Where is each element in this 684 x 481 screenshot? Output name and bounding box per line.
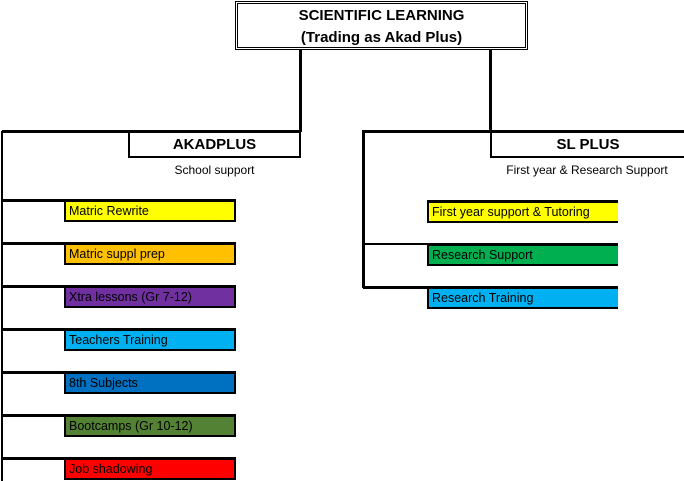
connector: [299, 50, 302, 132]
slplus-node: SL PLUS: [490, 130, 684, 158]
akadplus-item: Matric suppl prep: [64, 242, 236, 265]
akadplus-description: School support: [174, 163, 255, 177]
root-subtitle: (Trading as Akad Plus): [300, 29, 463, 46]
akadplus-item: Bootcamps (Gr 10-12): [64, 414, 236, 437]
akadplus-item: Job shadowing: [64, 457, 236, 480]
akadplus-item: 8th Subjects: [64, 371, 236, 394]
slplus-description: First year & Research Support: [506, 163, 668, 177]
slplus-item: Research Support: [427, 243, 618, 266]
connector: [2, 130, 132, 133]
connector: [363, 243, 429, 245]
connector: [1, 131, 3, 481]
connector: [2, 414, 66, 417]
connector: [363, 286, 429, 289]
akadplus-item: Teachers Training: [64, 328, 236, 351]
slplus-item: First year support & Tutoring: [427, 200, 618, 223]
root-node: SCIENTIFIC LEARNING (Trading as Akad Plu…: [235, 1, 528, 50]
connector: [2, 328, 66, 331]
connector: [362, 131, 365, 288]
connector: [362, 130, 492, 133]
akadplus-node: AKADPLUS: [128, 130, 301, 158]
root-title: SCIENTIFIC LEARNING: [298, 7, 465, 24]
akadplus-item: Xtra lessons (Gr 7-12): [64, 285, 236, 308]
akadplus-item: Matric Rewrite: [64, 199, 236, 222]
connector: [2, 457, 66, 460]
connector: [489, 50, 492, 132]
connector: [2, 242, 66, 245]
slplus-item: Research Training: [427, 286, 618, 309]
connector: [2, 371, 66, 374]
connector: [2, 285, 66, 288]
connector: [2, 199, 66, 202]
